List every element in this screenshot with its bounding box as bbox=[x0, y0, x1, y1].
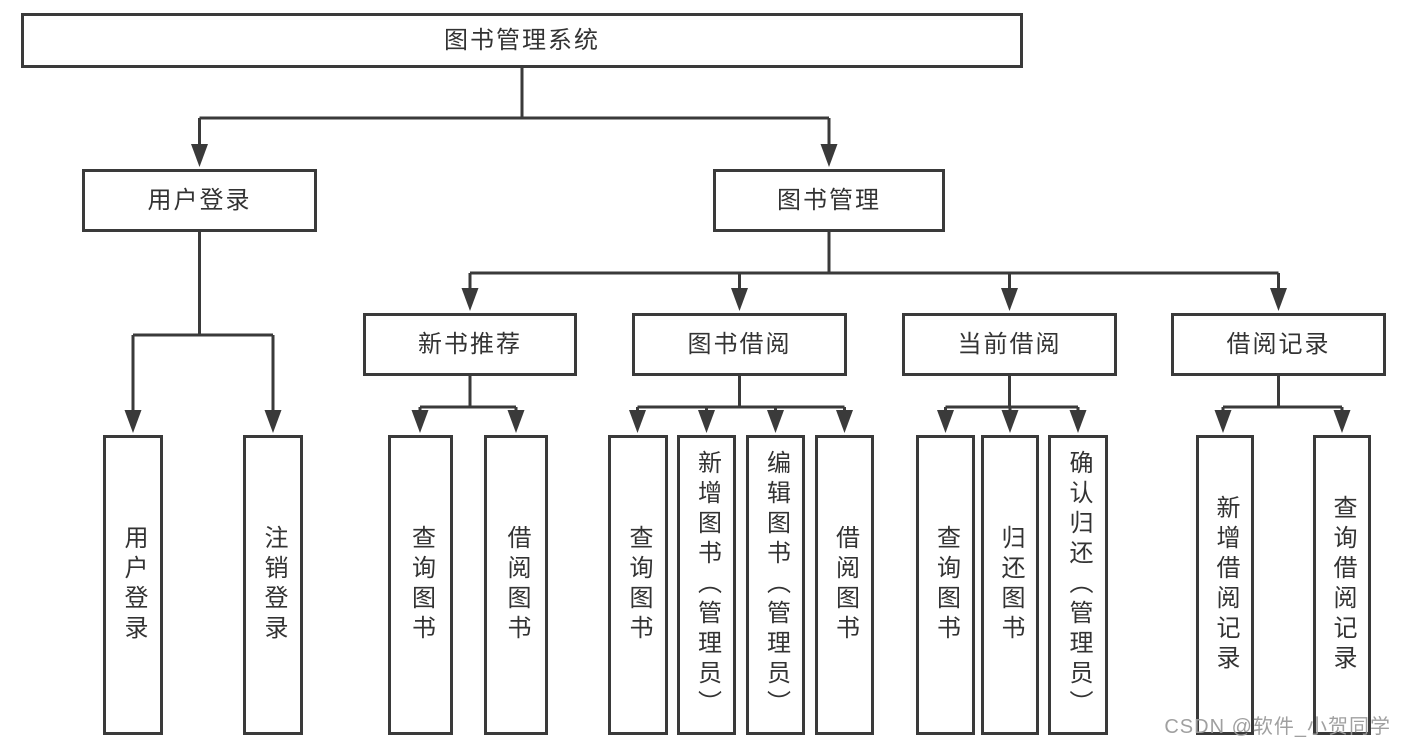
leaf-query-books-2: 查询图书 bbox=[608, 435, 668, 735]
leaf-query-books-3: 查询图书 bbox=[916, 435, 975, 735]
leaf-return-books: 归还图书 bbox=[981, 435, 1039, 735]
leaf-add-books-admin: 新增图书（管理员） bbox=[677, 435, 736, 735]
node-book-borrow: 图书借阅 bbox=[632, 313, 847, 376]
leaf-query-borrow-record: 查询借阅记录 bbox=[1313, 435, 1371, 735]
node-borrow-records: 借阅记录 bbox=[1171, 313, 1386, 376]
leaf-borrow-books-1: 借阅图书 bbox=[484, 435, 548, 735]
leaf-add-borrow-record: 新增借阅记录 bbox=[1196, 435, 1254, 735]
leaf-user-login: 用户登录 bbox=[103, 435, 163, 735]
leaf-borrow-books-2: 借阅图书 bbox=[815, 435, 874, 735]
node-book-management: 图书管理 bbox=[713, 169, 945, 232]
leaf-edit-books-admin: 编辑图书（管理员） bbox=[746, 435, 805, 735]
node-new-book-recommend: 新书推荐 bbox=[363, 313, 577, 376]
leaf-logout: 注销登录 bbox=[243, 435, 303, 735]
node-user-login: 用户登录 bbox=[82, 169, 317, 232]
leaf-query-books-1: 查询图书 bbox=[388, 435, 453, 735]
node-current-borrow: 当前借阅 bbox=[902, 313, 1117, 376]
leaf-confirm-return-admin: 确认归还（管理员） bbox=[1048, 435, 1108, 735]
watermark: CSDN @软件_小贺同学 bbox=[1164, 716, 1391, 738]
node-root: 图书管理系统 bbox=[21, 13, 1023, 68]
